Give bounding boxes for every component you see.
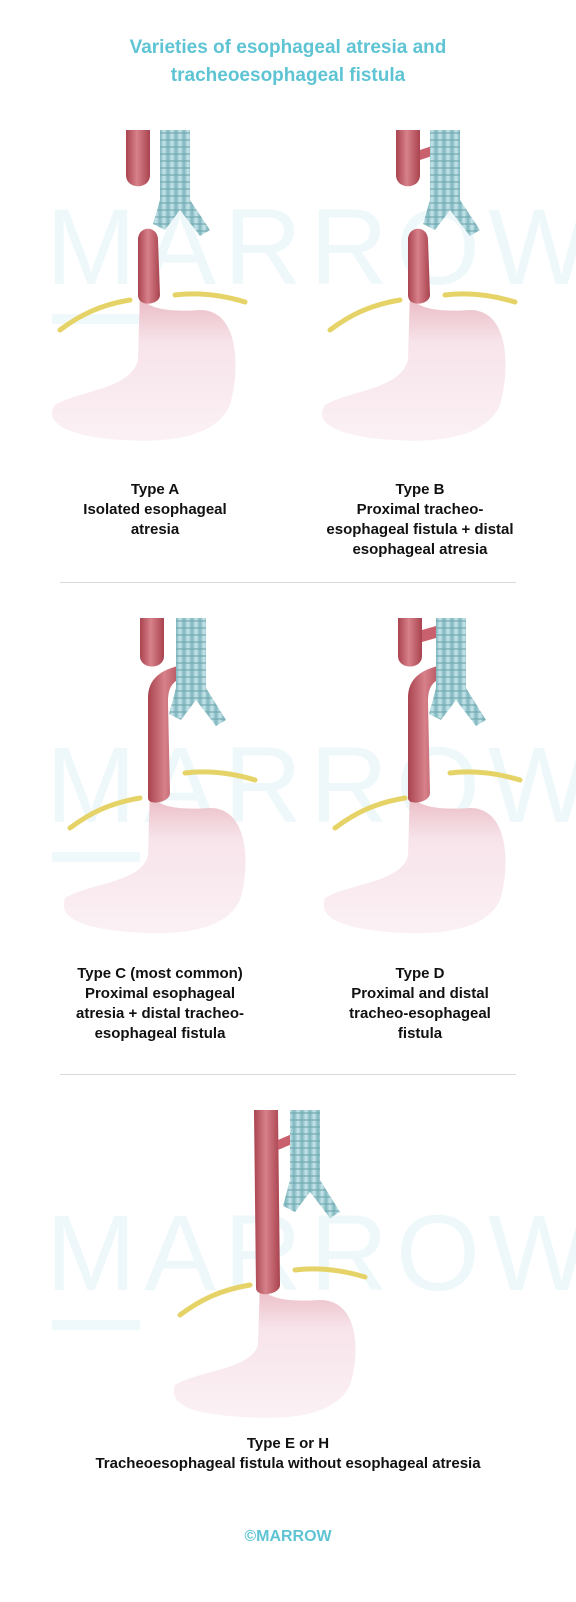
caption-line: Tracheoesophageal fistula without esopha…: [95, 1455, 481, 1472]
caption-title: Type E or H: [246, 1435, 330, 1452]
caption-type-e: Type E or H Tracheoesophageal fistula wi…: [0, 1434, 576, 1474]
upper-esophagus-pouch: [398, 618, 422, 667]
watermark-text: MARROW: [46, 1192, 576, 1313]
proximal-fistula: [422, 626, 436, 642]
trachea: [283, 1110, 340, 1218]
continuous-esophagus: [254, 1110, 280, 1295]
nerve-right: [442, 291, 518, 305]
stomach: [52, 290, 236, 441]
caption-line: esophageal fistula + distal: [326, 521, 514, 538]
diagram-type-b: [322, 130, 518, 441]
watermark-bar: [52, 1320, 140, 1330]
h-fistula: [278, 1134, 292, 1150]
caption-type-c: Type C (most common) Proximal esophageal…: [40, 964, 280, 1044]
trachea: [423, 130, 480, 236]
page-title: Varieties of esophageal atresia and trac…: [0, 34, 576, 90]
nerve-right: [172, 291, 248, 305]
caption-line: Proximal tracheo-: [356, 501, 484, 518]
nerve-left: [57, 297, 133, 333]
trachea: [429, 618, 486, 726]
title-line-1: Varieties of esophageal atresia and: [129, 37, 447, 58]
caption-type-d: Type D Proximal and distal tracheo-esoph…: [300, 964, 540, 1044]
caption-title: Type A: [130, 481, 180, 498]
caption-line: Proximal and distal: [351, 985, 489, 1002]
panel-type-d: Type D Proximal and distal tracheo-esoph…: [300, 608, 540, 1042]
footer-logo: ©MARROW: [244, 1528, 332, 1545]
caption-line: atresia + distal tracheo-: [76, 1005, 244, 1022]
stomach: [323, 788, 506, 934]
caption-line: tracheo-esophageal: [349, 1005, 491, 1022]
nerve-left: [332, 795, 408, 831]
watermark-3: MARROW: [0, 1192, 576, 1330]
proximal-fistula: [420, 146, 432, 160]
distal-fistula-esophagus: [148, 666, 185, 803]
caption-line: Proximal esophageal: [84, 985, 236, 1002]
watermark-bar: [52, 314, 140, 324]
diagram-type-c: [63, 618, 258, 934]
panel-type-b: Type B Proximal tracheo- esophageal fist…: [300, 120, 540, 558]
caption-title: Type B: [395, 481, 445, 498]
trachea: [169, 618, 226, 726]
stomach: [173, 1280, 356, 1418]
diagram-type-e: [173, 1110, 368, 1418]
divider-2: [60, 1074, 516, 1075]
panel-type-c: Type C (most common) Proximal esophageal…: [40, 608, 280, 1042]
diagram-type-d: [323, 618, 523, 934]
caption-line: atresia: [130, 521, 180, 538]
upper-esophagus-pouch: [140, 618, 164, 667]
caption-line: esophageal fistula: [94, 1025, 226, 1042]
lower-esophagus: [138, 228, 160, 304]
distal-fistula-esophagus: [408, 666, 445, 803]
watermark-bar: [52, 852, 140, 862]
nerve-right: [292, 1266, 368, 1280]
lower-esophagus: [408, 228, 430, 304]
caption-type-a: Type A Isolated esophageal atresia: [40, 480, 270, 540]
divider-1: [60, 582, 516, 583]
caption-title: Type D: [395, 965, 445, 982]
panel-type-e: [150, 1100, 410, 1440]
nerve-right: [182, 769, 258, 783]
diagram-type-a: [52, 130, 248, 441]
nerve-right: [447, 769, 523, 783]
stomach: [322, 290, 506, 441]
caption-line: fistula: [397, 1025, 443, 1042]
upper-esophagus-pouch: [396, 130, 420, 187]
trachea: [153, 130, 210, 236]
caption-title: Type C (most common): [77, 965, 243, 982]
caption-line: Isolated esophageal: [83, 501, 227, 518]
title-line-2: tracheoesophageal fistula: [170, 65, 406, 86]
nerve-left: [177, 1282, 253, 1318]
watermark-text: MARROW: [46, 186, 576, 307]
caption-type-b: Type B Proximal tracheo- esophageal fist…: [300, 480, 540, 560]
upper-esophagus-pouch: [126, 130, 150, 187]
nerve-left: [67, 795, 143, 831]
stomach: [63, 788, 246, 934]
watermark-1: MARROW: [0, 186, 576, 324]
caption-line: esophageal atresia: [352, 541, 488, 558]
panel-type-a: Type A Isolated esophageal atresia: [40, 120, 270, 538]
nerve-left: [327, 297, 403, 333]
